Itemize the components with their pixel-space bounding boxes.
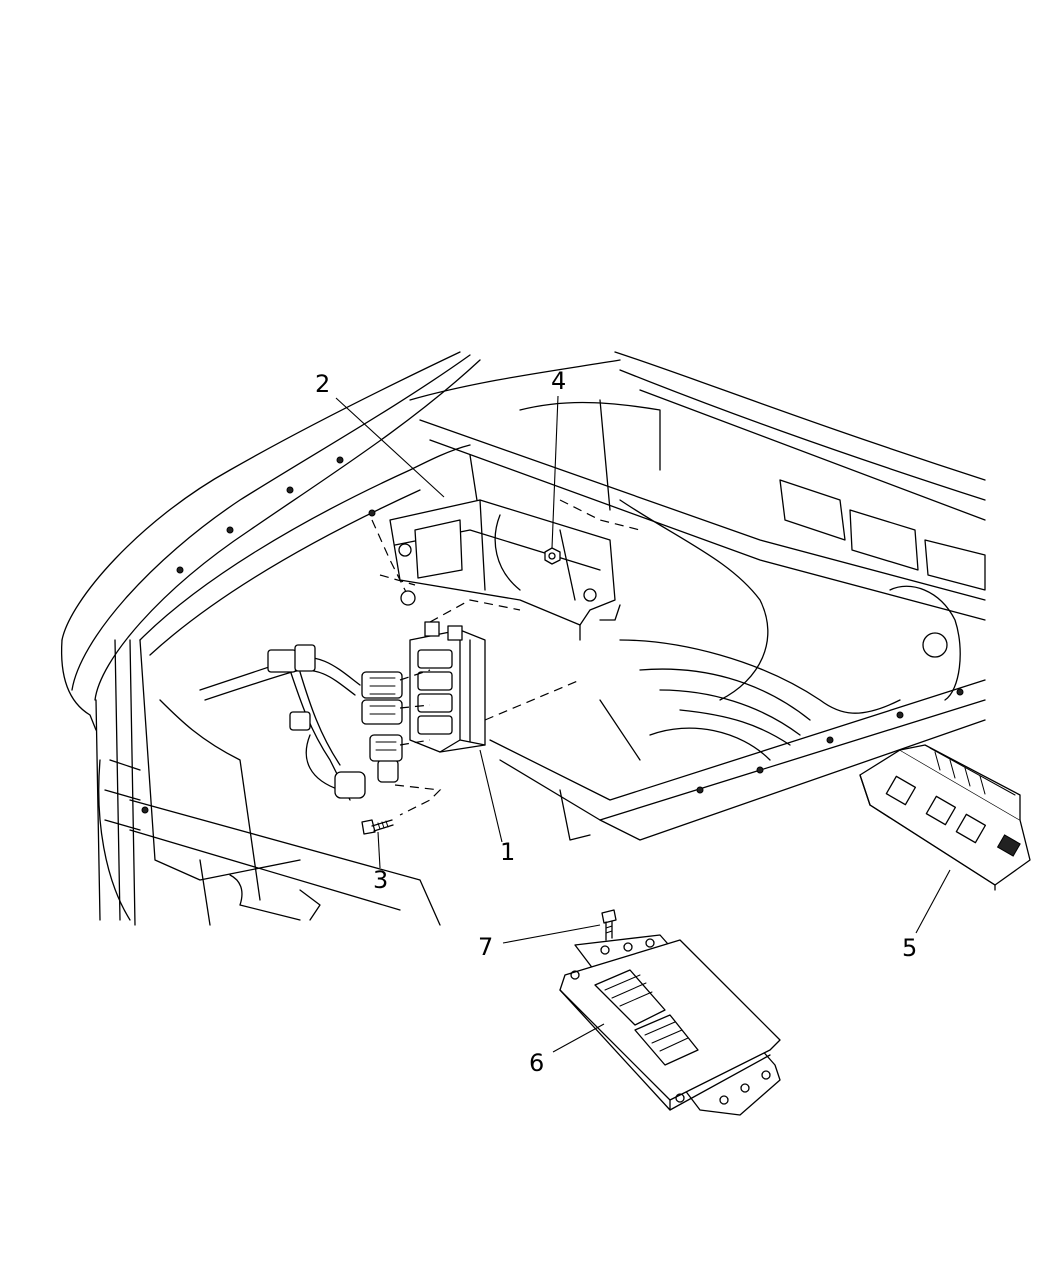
alignment-lines (371, 499, 641, 816)
callout-labels: 1 2 3 4 5 6 7 (315, 367, 917, 1077)
wiring-harness (199, 644, 403, 801)
callout-2: 2 (315, 370, 330, 398)
part-5-module (859, 744, 1031, 891)
engine-compartment-body (60, 351, 986, 926)
callout-5: 5 (902, 934, 917, 962)
callout-4: 4 (551, 367, 566, 395)
leader-lines (335, 395, 951, 1053)
part-1-control-module (409, 621, 486, 753)
part-7-screw (601, 909, 617, 941)
part-6-module-assembly (559, 934, 781, 1116)
part-3-bolt (361, 819, 394, 835)
part-4-nut (368, 509, 561, 606)
callout-3: 3 (373, 866, 388, 894)
part-2-bracket (389, 499, 621, 641)
frame-holes (141, 456, 964, 814)
callout-1: 1 (500, 838, 515, 866)
callout-7: 7 (478, 933, 493, 961)
callout-6: 6 (529, 1049, 544, 1077)
